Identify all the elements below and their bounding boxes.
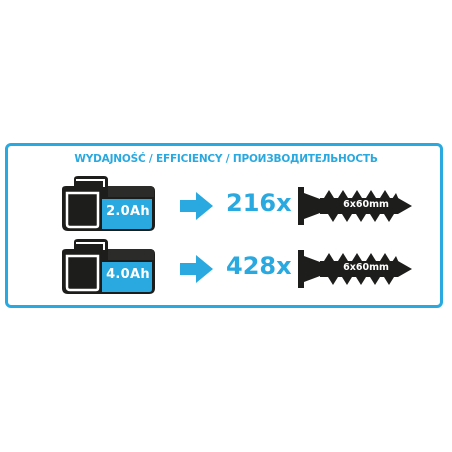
battery-capacity-label: 4.0Ah <box>106 267 150 282</box>
battery-pack-icon: 4.0Ah <box>58 238 158 296</box>
arrow-right-icon <box>180 191 214 221</box>
screw-count: 428x <box>226 252 292 280</box>
efficiency-panel <box>5 143 443 308</box>
battery-pack-icon: 2.0Ah <box>58 175 158 233</box>
battery-capacity-label: 2.0Ah <box>106 204 150 219</box>
efficiency-row: 4.0Ah 428x 6x60mm <box>0 238 452 298</box>
screw-icon: 6x60mm <box>298 185 414 227</box>
efficiency-heading: WYDAJNOŚĆ / EFFICIENCY / ПРОИЗВОДИТЕЛЬНО… <box>74 153 378 165</box>
arrow-right-icon <box>180 254 214 284</box>
efficiency-row: 2.0Ah 216x 6x60mm <box>0 175 452 235</box>
screw-icon: 6x60mm <box>298 248 414 290</box>
screw-size-label: 6x60mm <box>343 199 389 210</box>
screw-count: 216x <box>226 189 292 217</box>
screw-size-label: 6x60mm <box>343 262 389 273</box>
